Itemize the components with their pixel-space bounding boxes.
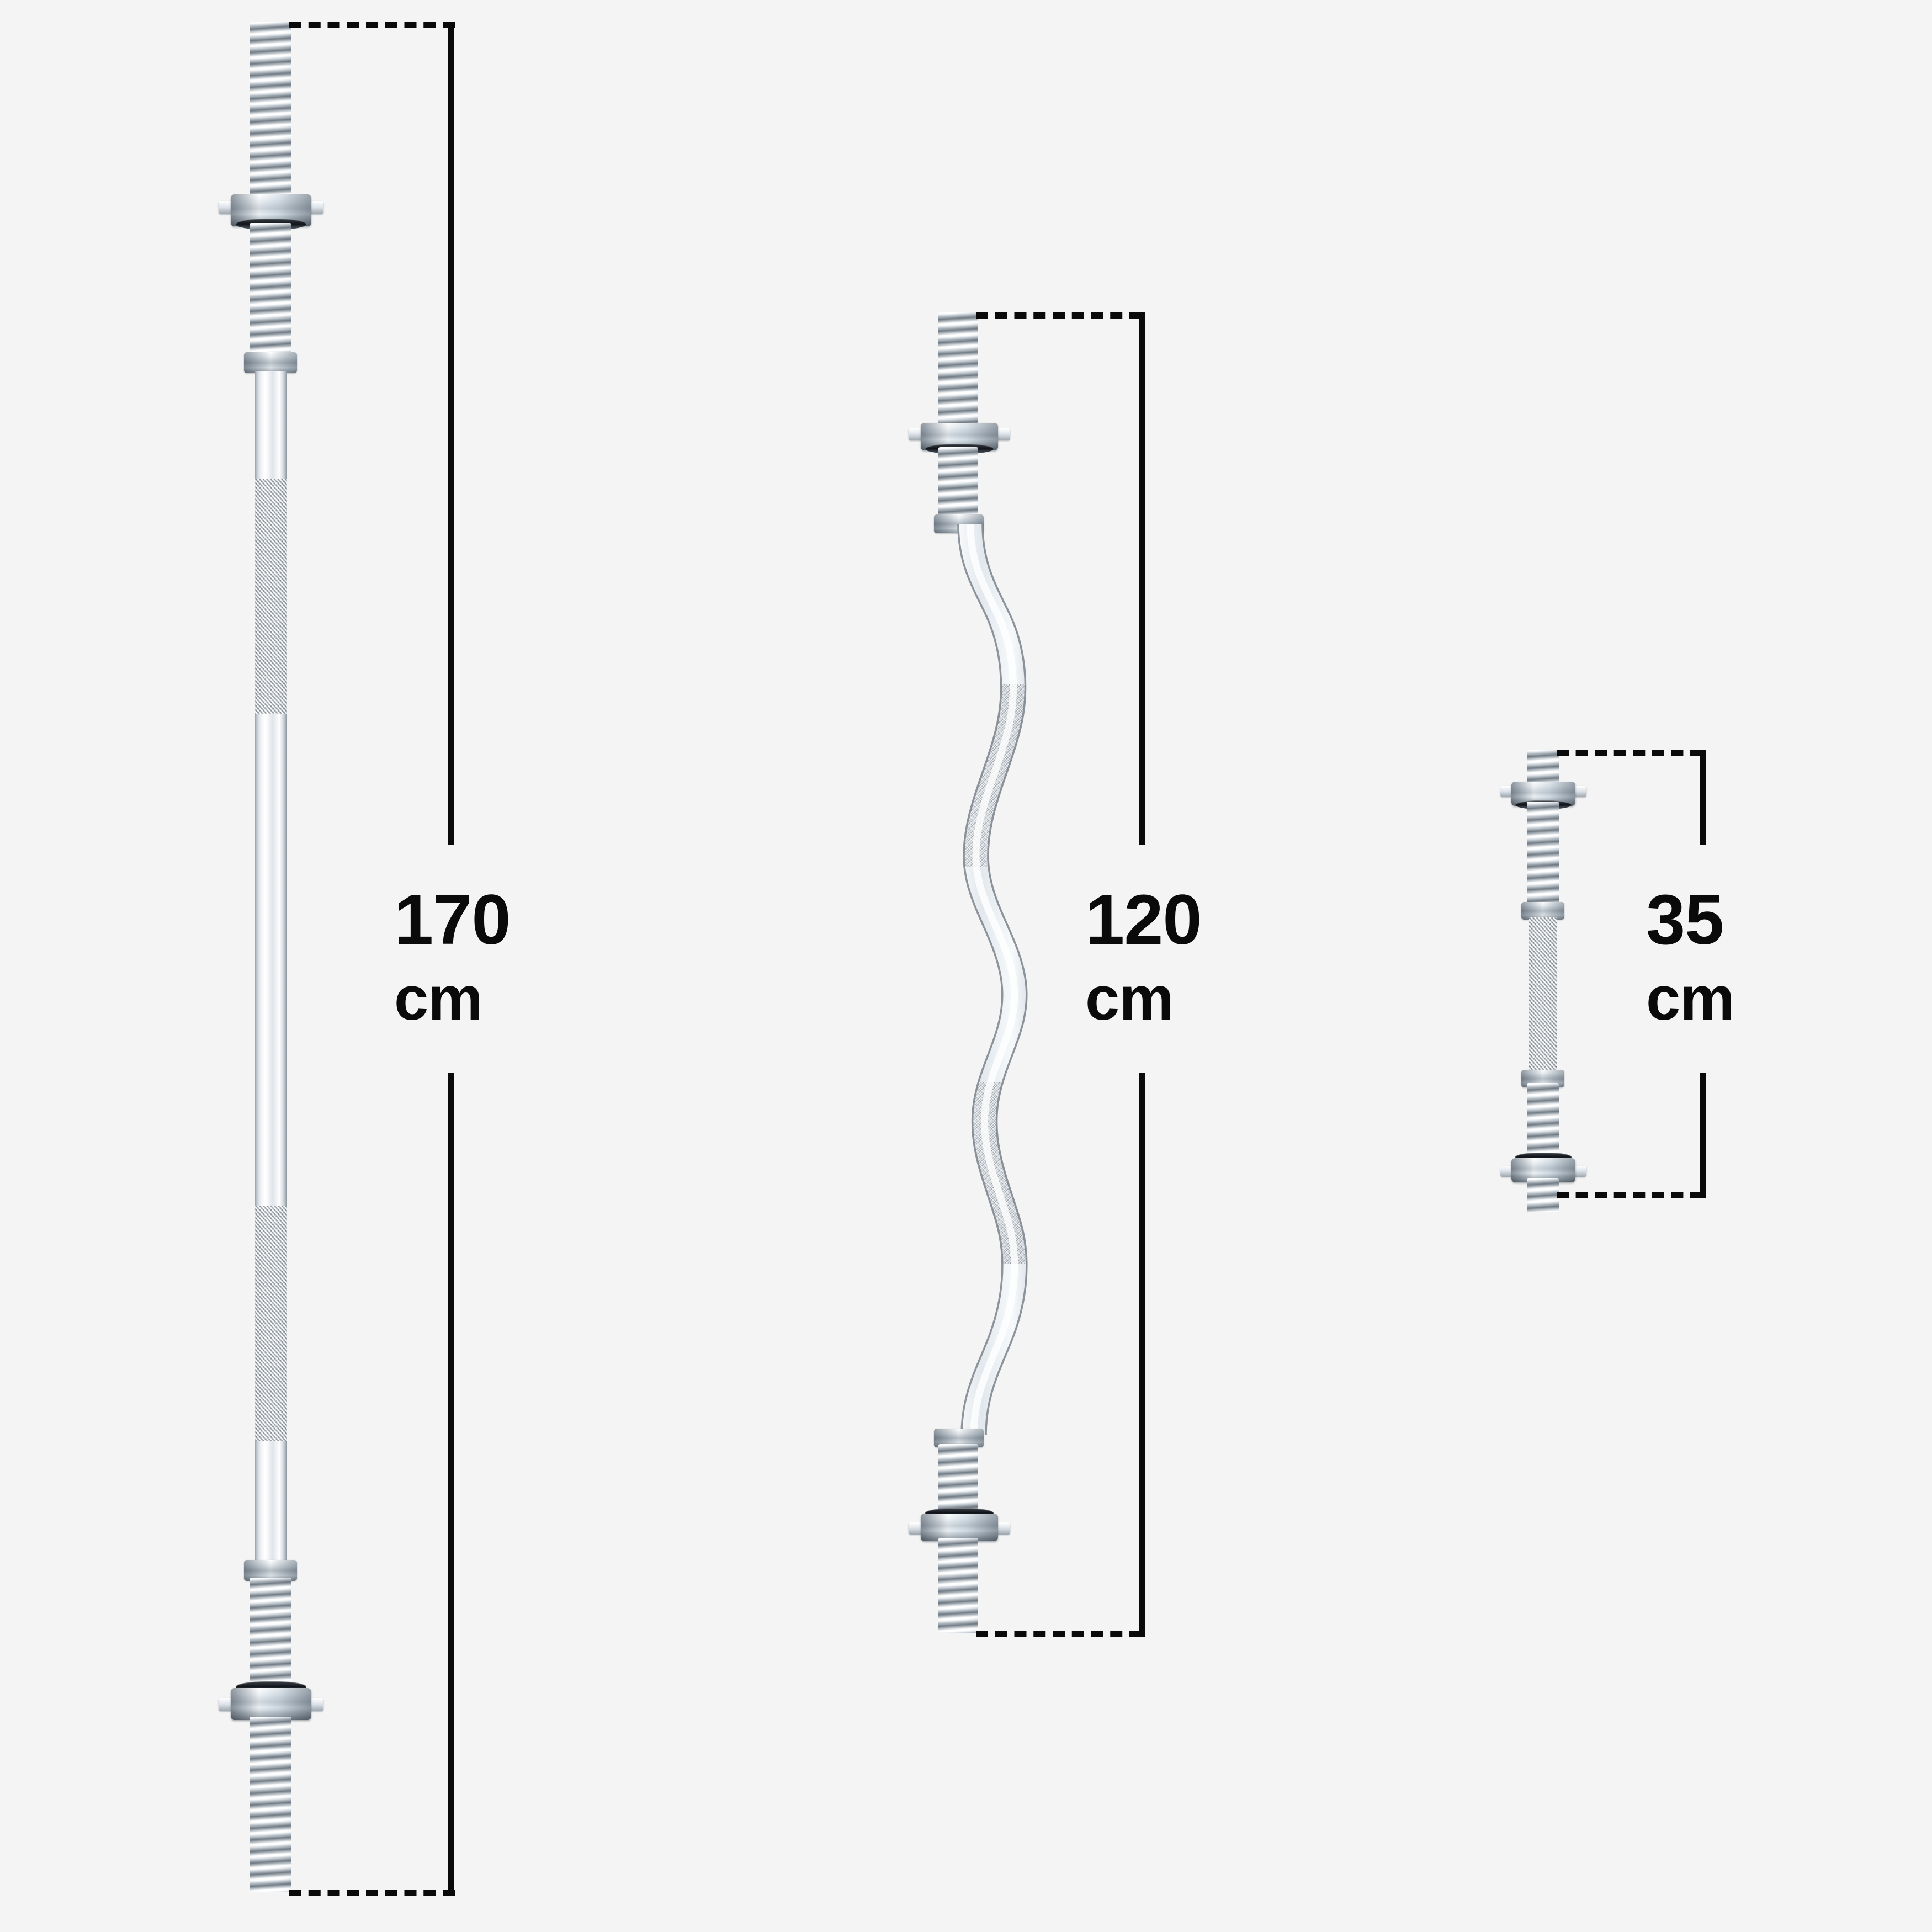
knurled-grip bbox=[1529, 917, 1557, 1073]
collar-nut-bottom bbox=[909, 1508, 1010, 1541]
threaded-end-bottom bbox=[250, 1717, 291, 1892]
smooth-shaft-lower bbox=[255, 1441, 287, 1562]
threaded-end-bottom-upper bbox=[250, 1578, 291, 1692]
dimension-unit: cm bbox=[394, 963, 483, 1033]
dimension-line-lower bbox=[1139, 1073, 1145, 1637]
dimension-value: 35 bbox=[1646, 880, 1724, 959]
dimension-leader-bottom bbox=[289, 1890, 455, 1896]
dimension-value: 170 bbox=[394, 880, 511, 959]
threaded-end-top-lower bbox=[938, 447, 978, 518]
threaded-shank-top bbox=[1527, 802, 1559, 906]
threaded-end-top bbox=[938, 312, 978, 426]
threaded-end-top-lower bbox=[250, 223, 291, 355]
dimension-unit: cm bbox=[1646, 963, 1735, 1033]
collar-nut-top bbox=[219, 194, 323, 230]
threaded-end-bottom bbox=[938, 1538, 978, 1633]
knurled-grip-upper bbox=[255, 479, 287, 716]
smooth-shaft-middle bbox=[255, 714, 287, 1208]
dimension-leader-bottom bbox=[1557, 1192, 1702, 1198]
threaded-end-bottom bbox=[1527, 1178, 1559, 1212]
threaded-end-top bbox=[250, 22, 291, 199]
dimension-leader-top bbox=[976, 312, 1142, 319]
dimension-value: 120 bbox=[1085, 880, 1202, 959]
dimension-line-lower bbox=[1700, 1073, 1706, 1198]
dimension-leader-bottom bbox=[976, 1631, 1142, 1637]
collar-nut-top bbox=[909, 423, 1010, 454]
dimension-leader-top bbox=[289, 22, 455, 28]
dimension-leader-top bbox=[1557, 750, 1702, 756]
dimension-line-upper bbox=[1700, 750, 1706, 845]
threaded-end-bottom-upper bbox=[938, 1444, 978, 1517]
dimension-label-35: 35 cm bbox=[1646, 880, 1735, 1033]
smooth-shaft-upper bbox=[255, 371, 287, 481]
w-bend-shaft bbox=[957, 524, 1028, 1435]
dimension-line-upper bbox=[448, 22, 454, 845]
dimension-line-upper bbox=[1139, 312, 1145, 845]
shoulder-ring-bottom bbox=[244, 1560, 297, 1581]
shoulder-ring-top bbox=[244, 352, 297, 373]
shoulder-ring-top bbox=[1521, 902, 1564, 920]
dimension-unit: cm bbox=[1085, 963, 1174, 1033]
knurled-grip-lower bbox=[255, 1206, 287, 1443]
collar-nut-bottom bbox=[219, 1681, 323, 1720]
dimension-label-120: 120 cm bbox=[1085, 880, 1202, 1033]
dimension-line-lower bbox=[448, 1073, 454, 1896]
dimension-label-170: 170 cm bbox=[394, 880, 511, 1033]
